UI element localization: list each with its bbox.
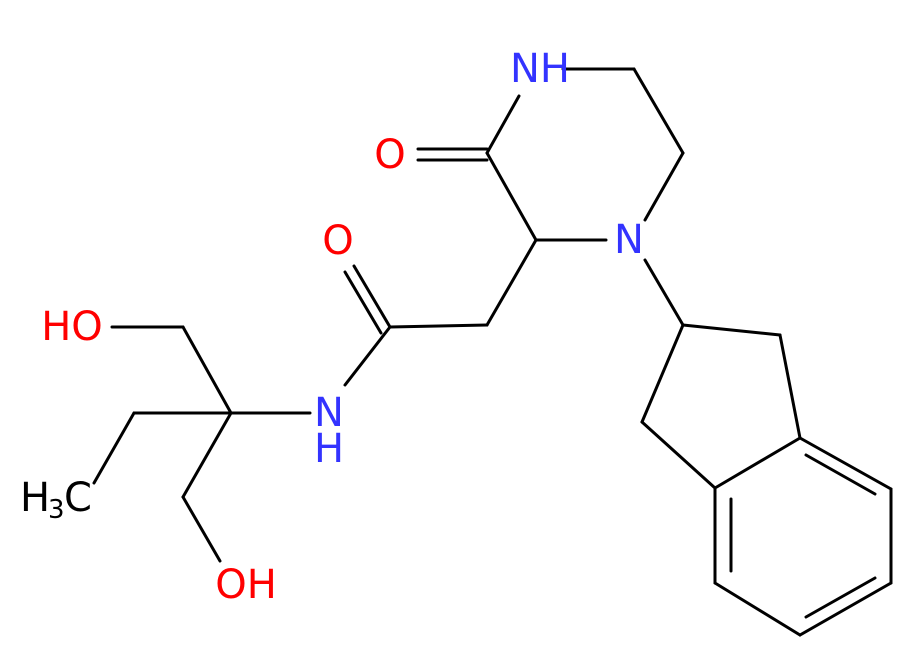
bond-ind-c3a-c7a [713,436,802,490]
bond-camide-n [343,325,392,387]
nh-ring-label: NH [510,46,570,92]
bond-c2-c3 [485,151,538,242]
o-amide-label: O [322,218,353,264]
nh-amide-h-label: H [314,426,344,472]
oh-bottom-label: OH [215,562,277,608]
bond-ind-c7a-c7 [798,436,893,491]
methyl-h-label: H [20,475,50,521]
oh-top-label: HO [41,304,103,350]
bond-camide-o-2 [343,270,383,335]
bond-ind-c6-c5-inner [804,576,877,619]
bond-ind-c3-c3a [640,420,717,490]
bond-ind-c1-c7a [778,333,802,440]
bond-ch2bot-oh [181,495,222,563]
bond-camide-o-1 [352,264,392,329]
bond-ind-c7a-c7-inner [804,453,877,496]
methyl-label: H 3 C [20,475,92,525]
atom-labels: NH N O O N H HO OH H 3 C [20,46,644,608]
bond-cq-ch2top [181,325,233,415]
o-ketone-label: O [374,132,405,178]
bond-ind-c6-c5 [798,581,893,637]
bond-c2-ch2 [485,238,538,327]
bond-cq-ch2bot [181,411,233,499]
bond-c3-nh [485,94,521,155]
bond-n1-c2indane [643,258,685,327]
bond-ch2-camide [388,323,489,329]
bond-ind-c2-c1 [681,323,782,337]
n-ring-label: N [614,217,644,263]
bonds [92,67,893,637]
bond-ind-c5-c4 [713,581,802,637]
bond-ind-c2-c3 [640,323,685,424]
bond-ch2b-n1 [643,151,685,222]
nh-amide-n-label: N [314,390,344,436]
methyl-sub-label: 3 [48,495,65,525]
bond-ch2ethyl-ch3 [92,411,136,485]
methyl-c-label: C [64,475,92,521]
bond-ch2a-ch2b [632,67,685,155]
